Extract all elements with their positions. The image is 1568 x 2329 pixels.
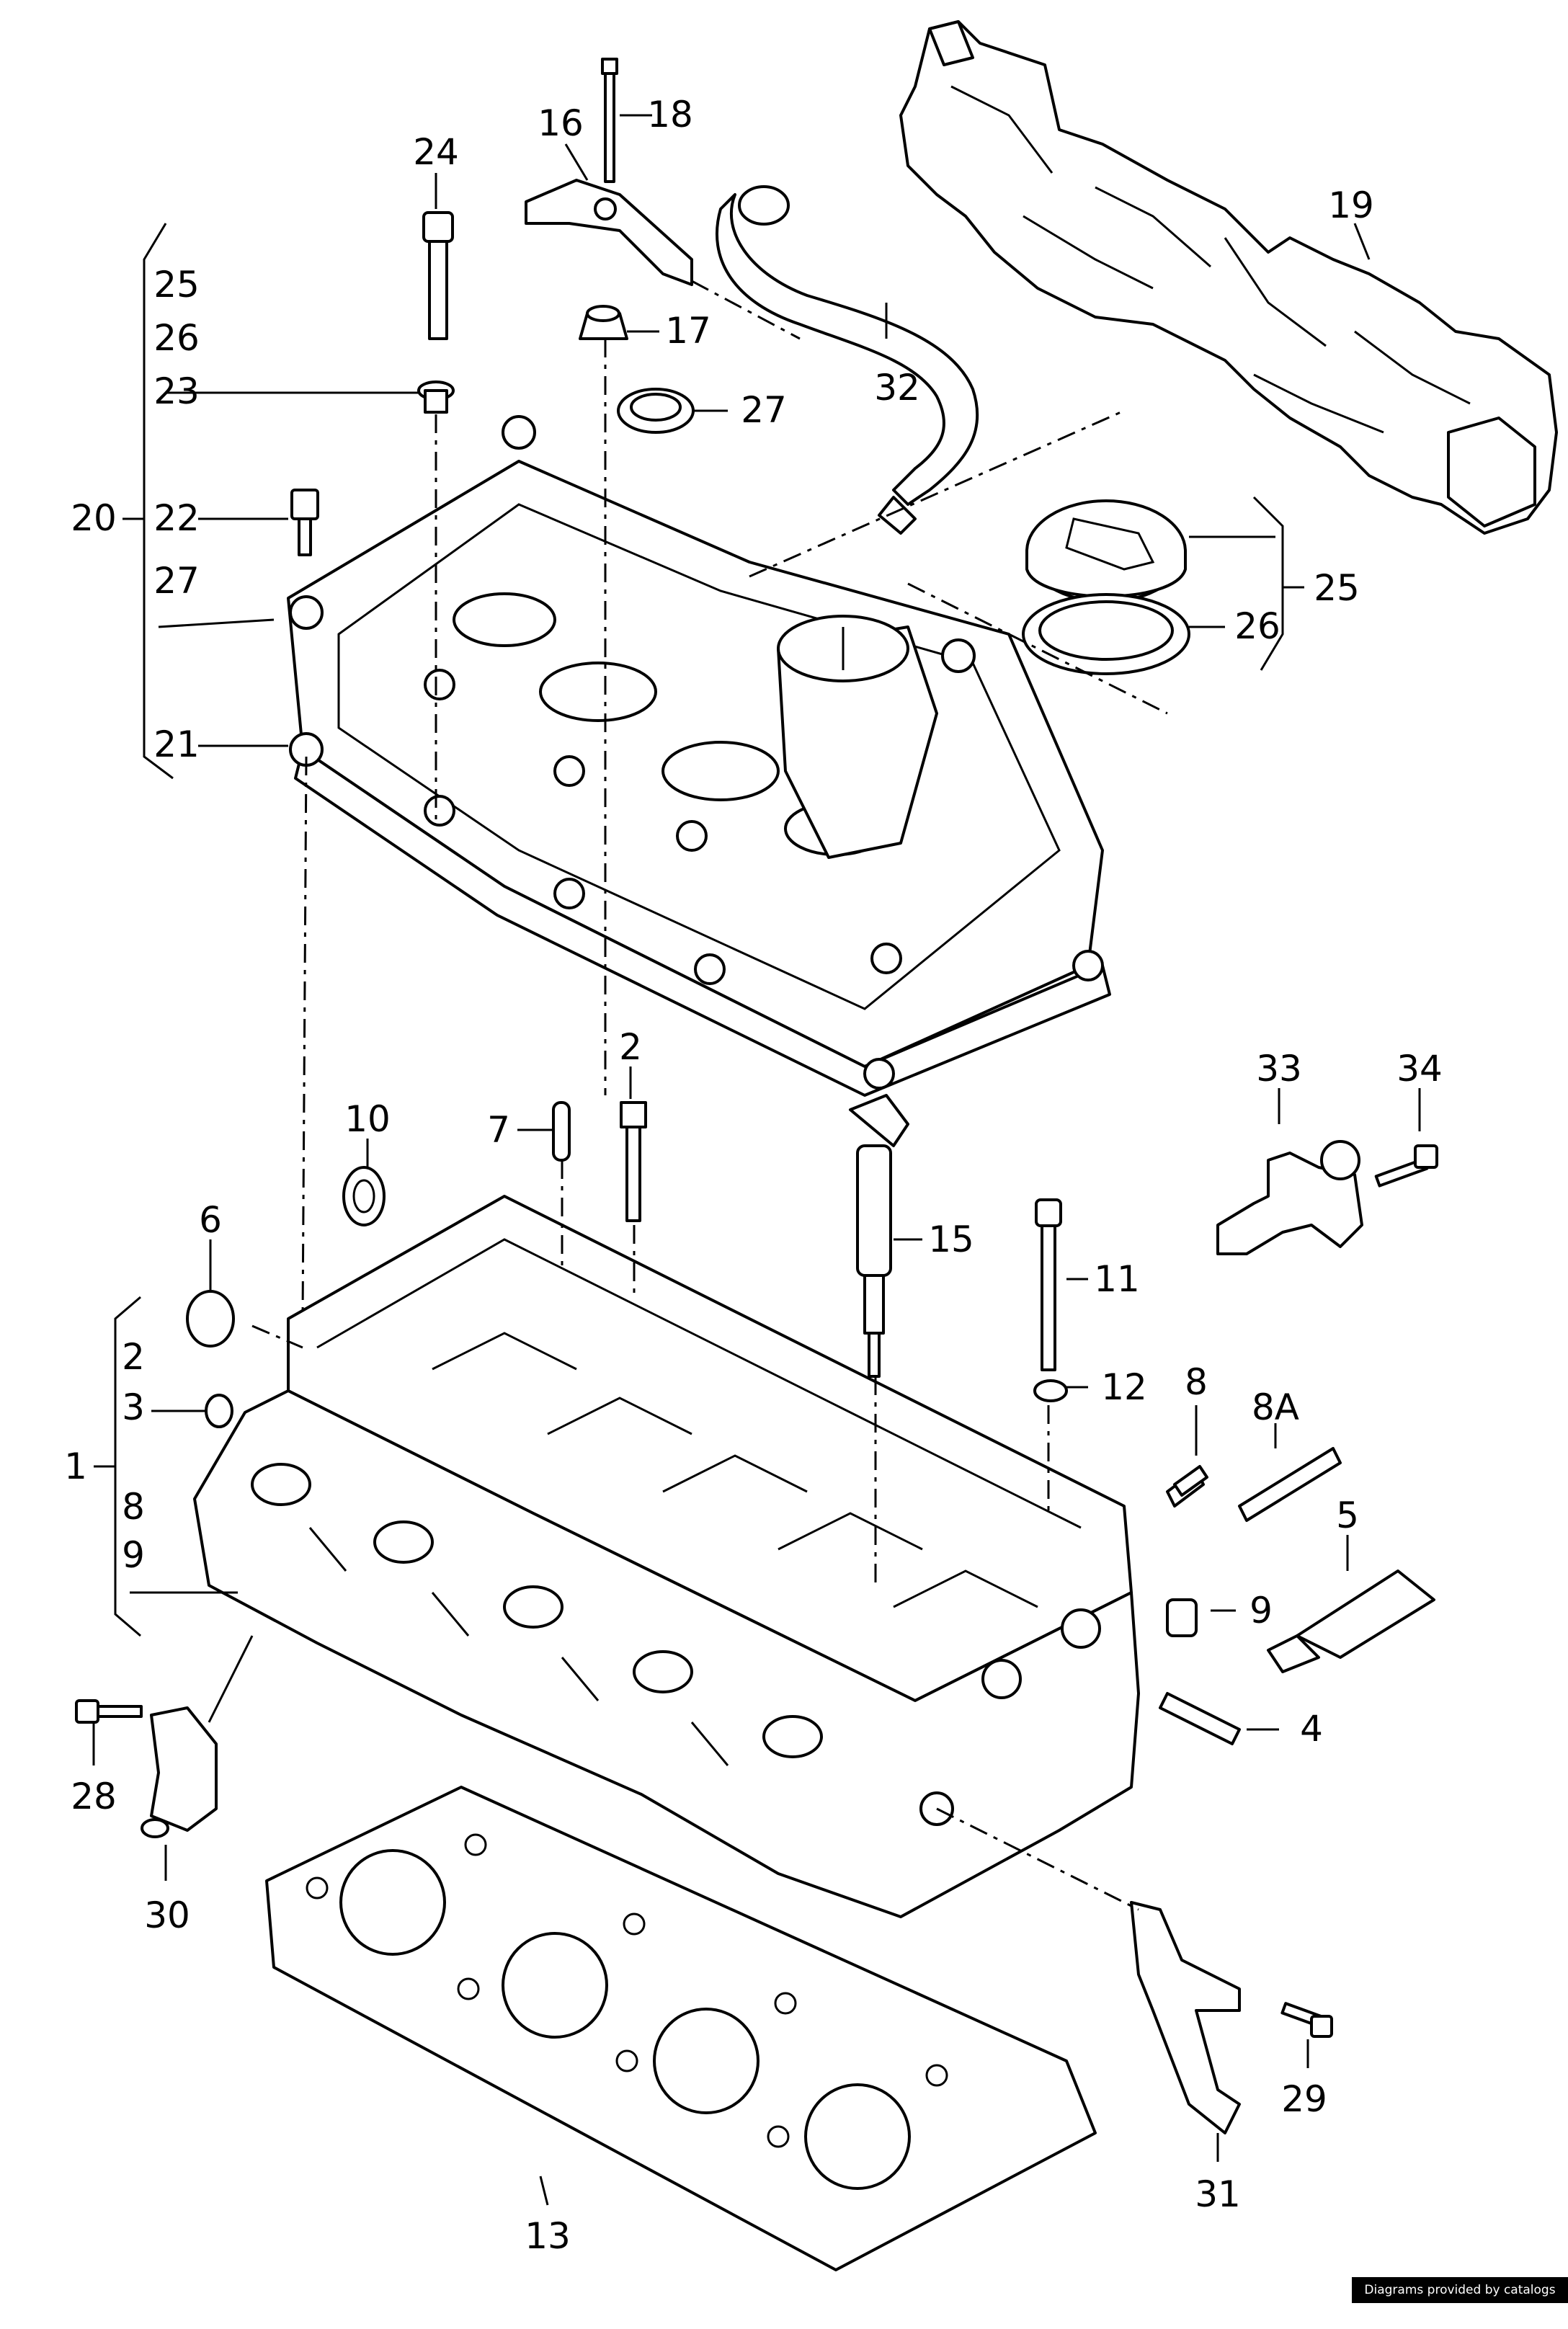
cylinder-head-cover-part-20 (287, 415, 1111, 1097)
label-19: 19 (1328, 184, 1374, 226)
plug-part-3 (205, 1394, 233, 1428)
label-13: 13 (525, 2215, 571, 2257)
label-10: 10 (344, 1098, 391, 1140)
label-9-right: 9 (1250, 1590, 1273, 1631)
bolt-part-28 (75, 1699, 143, 1724)
label-23: 23 (153, 370, 200, 412)
label-22: 22 (153, 497, 200, 539)
label-27-side: 27 (153, 560, 200, 602)
bracket-25 (1252, 496, 1284, 671)
label-20: 20 (71, 497, 117, 539)
label-21: 21 (153, 723, 200, 765)
washer-part-12 (1033, 1379, 1068, 1402)
label-5: 5 (1336, 1495, 1359, 1536)
bracket-part-16 (525, 179, 693, 286)
intake-manifold-part-19 (899, 20, 1558, 535)
label-27-top: 27 (741, 389, 787, 431)
label-11: 11 (1094, 1258, 1140, 1300)
label-25-side: 25 (153, 264, 200, 306)
stud-part-8 (1166, 1465, 1208, 1508)
bolt-part-11 (1035, 1198, 1062, 1371)
label-18: 18 (647, 94, 693, 135)
label-24: 24 (413, 131, 459, 173)
label-16: 16 (538, 102, 584, 144)
sealant-tube-part-5 (1267, 1569, 1435, 1673)
label-32: 32 (874, 367, 920, 409)
bracket-part-33 (1216, 1140, 1363, 1255)
label-6: 6 (199, 1199, 222, 1241)
bolt-part-34 (1374, 1144, 1438, 1188)
seal-part-10 (342, 1166, 386, 1226)
label-1: 1 (64, 1446, 87, 1487)
label-17: 17 (665, 310, 711, 352)
bolt-part-24 (422, 211, 454, 340)
label-28: 28 (71, 1776, 117, 1817)
label-29: 29 (1281, 2078, 1327, 2120)
seal-part-27 (617, 388, 695, 434)
bolt-part-18 (601, 58, 618, 183)
cylinder-head-part-1 (193, 1195, 1140, 1918)
head-gasket-part-13 (265, 1786, 1097, 2271)
bolt-part-22 (290, 489, 319, 556)
stud-part-8a (1238, 1447, 1342, 1522)
label-15: 15 (928, 1219, 974, 1260)
label-12: 12 (1101, 1366, 1147, 1408)
oil-filler-cap-part-25 (1025, 499, 1187, 603)
label-34: 34 (1396, 1048, 1443, 1090)
dowel-part-7 (552, 1101, 571, 1162)
label-31: 31 (1195, 2173, 1241, 2215)
label-26-right: 26 (1234, 605, 1280, 647)
bracket-part-31 (1130, 1901, 1241, 2134)
pin-part-4 (1159, 1692, 1241, 1745)
washer-part-23 (417, 380, 455, 414)
label-8-side: 8 (122, 1486, 145, 1528)
label-26-side: 26 (153, 317, 200, 359)
bolt-part-29 (1280, 2002, 1333, 2038)
credit-watermark: Diagrams provided by catalogs parts (1352, 2277, 1568, 2323)
label-2-side: 2 (122, 1336, 145, 1378)
plug-part-6 (186, 1290, 235, 1348)
label-4: 4 (1300, 1708, 1323, 1750)
injector-part-15 (849, 1094, 909, 1378)
label-3: 3 (122, 1386, 145, 1428)
bracket-20 (143, 223, 174, 780)
label-8a: 8A (1252, 1386, 1299, 1428)
bolt-part-2 (620, 1101, 647, 1222)
label-7: 7 (487, 1109, 510, 1151)
label-9-side: 9 (122, 1534, 145, 1576)
label-8-top: 8 (1185, 1361, 1208, 1403)
label-33: 33 (1256, 1048, 1302, 1090)
oil-filler-seal-part-26 (1022, 593, 1190, 675)
label-30: 30 (144, 1894, 190, 1936)
bracket-part-30 (141, 1706, 218, 1838)
label-2-top: 2 (619, 1026, 642, 1068)
grommet-part-17 (579, 305, 628, 340)
breather-hose-part-32 (716, 185, 979, 535)
label-25-right: 25 (1314, 567, 1360, 609)
plug-part-9 (1166, 1598, 1198, 1637)
